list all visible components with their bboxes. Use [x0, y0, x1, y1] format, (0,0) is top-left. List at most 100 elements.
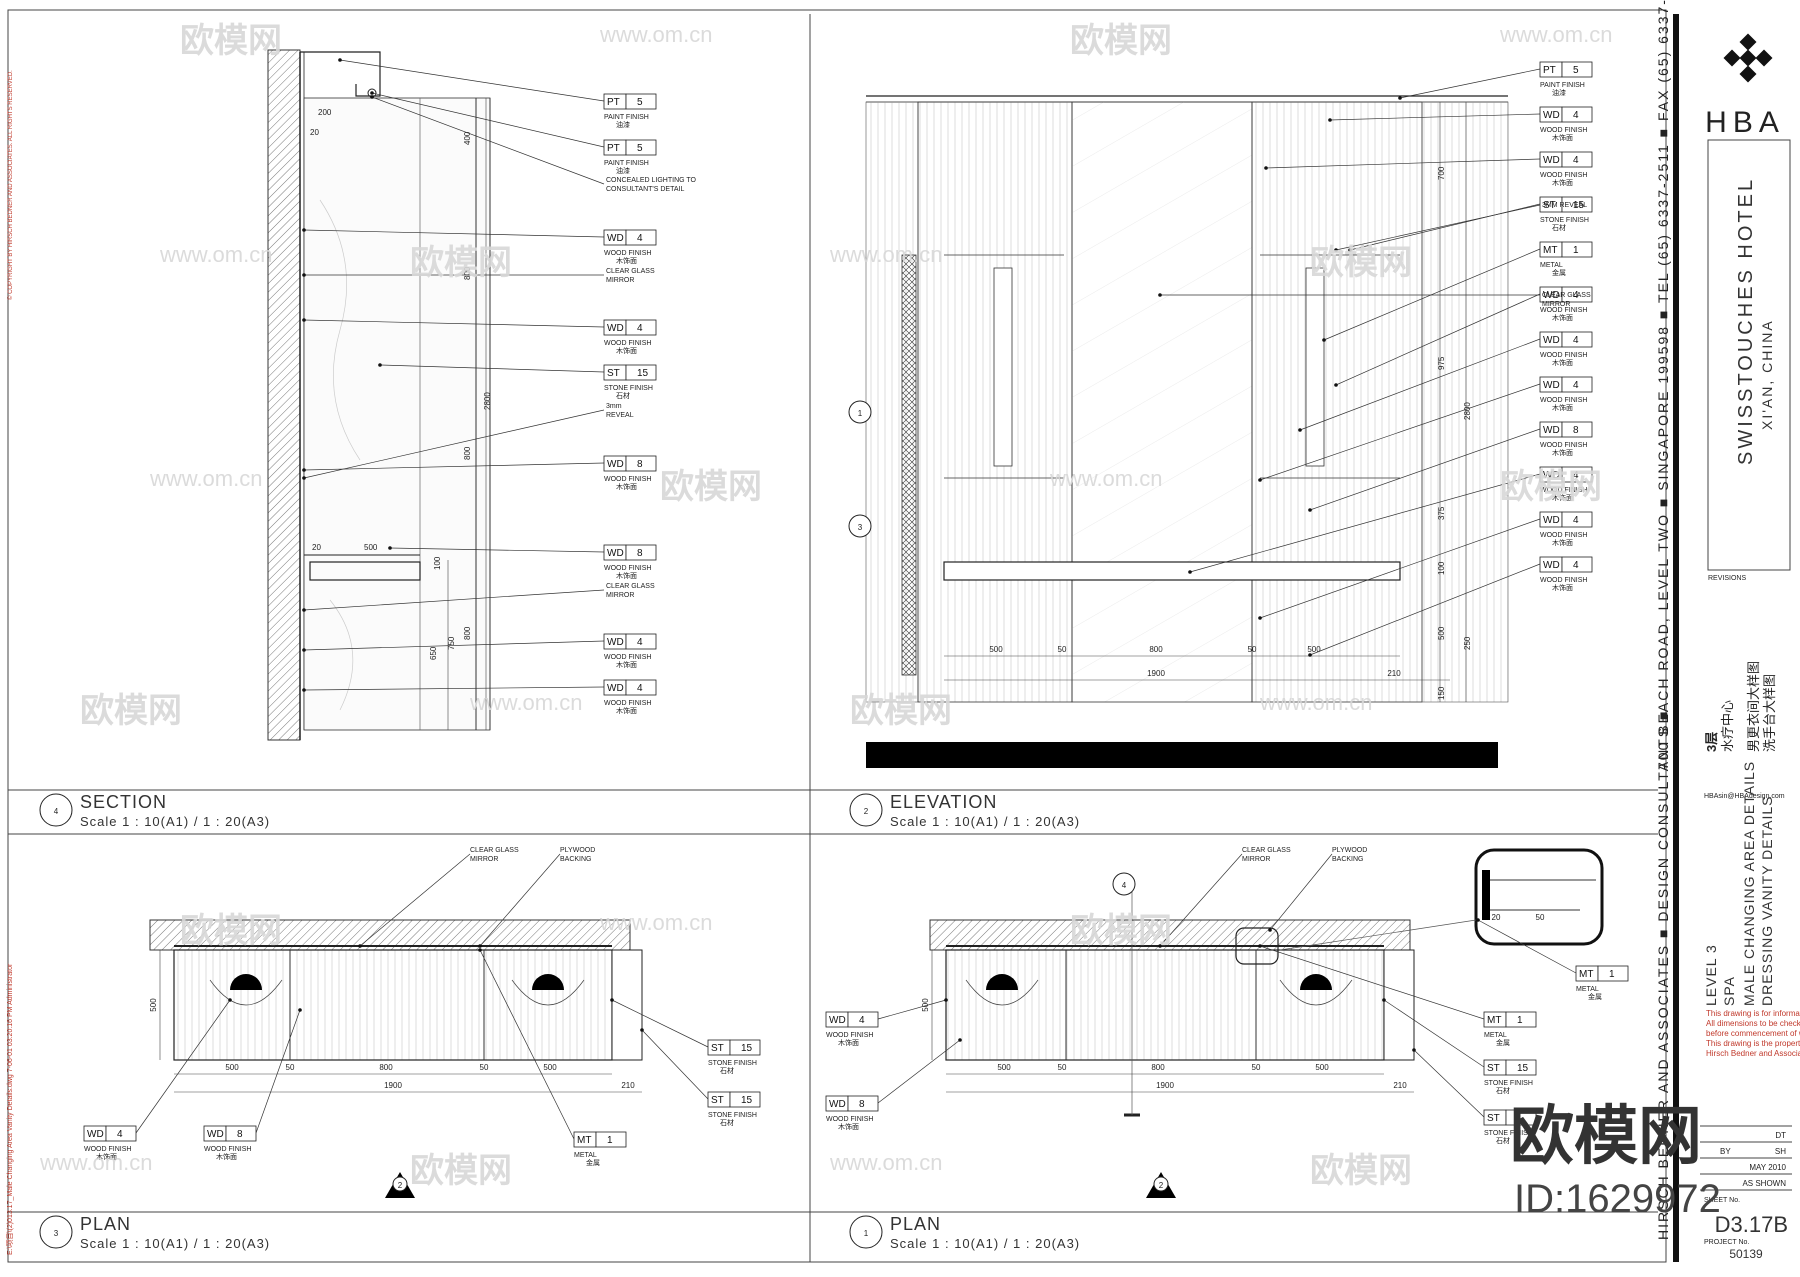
plan_right-note-1-line2: BACKING [1332, 856, 1364, 863]
plan_left-tag-3-cn: 木饰面 [216, 1152, 237, 1161]
section-title: SECTION [80, 792, 167, 812]
section-note-2: 3mm [606, 403, 622, 410]
section-tag-1-cn: 油漆 [616, 166, 630, 175]
plan_left-tag-4-num: 1 [607, 1135, 613, 1146]
section-tag-5-code: WD [607, 459, 624, 470]
elevation-tag-3-cn: 石材 [1552, 223, 1566, 232]
elevation-tag-10-num: 4 [1573, 515, 1579, 526]
section-dim-11: 800 [463, 626, 472, 640]
plan_left-tag-3-num: 8 [237, 1129, 243, 1140]
view-titles: 4 SECTION Scale 1 : 10(A1) / 1 : 20(A3) … [39, 792, 1079, 1251]
elevation-tag-11-code: WD [1543, 560, 1560, 571]
section-dim-7: 500 [364, 543, 378, 552]
elevation-tag-6-caption: WOOD FINISH [1540, 352, 1587, 359]
plan_right-tag-2-caption: WOOD FINISH [826, 1116, 873, 1123]
plan_left-note-1-line2: BACKING [560, 856, 592, 863]
plan_left-dim-6: 1900 [384, 1081, 402, 1090]
section-tag-3-num: 4 [637, 323, 643, 334]
elevation-note-1-line2: MIRROR [1542, 301, 1570, 308]
watermark-id: ID:1629972 [1514, 1177, 1721, 1221]
watermark-brand-11: 欧模网 [1310, 1152, 1412, 1190]
plan_left-tag-2-cn: 木饰面 [96, 1152, 117, 1161]
elevation-dim-0: 700 [1437, 166, 1446, 180]
plan_right-tag-2-num: 8 [859, 1099, 865, 1110]
watermark-brand-5: 欧模网 [1500, 468, 1602, 506]
elevation-tag-5-cn: 木饰面 [1552, 313, 1573, 322]
section-tag-4-cn: 石材 [616, 391, 630, 400]
elevation-title: ELEVATION [890, 792, 997, 812]
plan_right-tag-0-num: 1 [1609, 969, 1615, 980]
elevation-tag-1-caption: WOOD FINISH [1540, 127, 1587, 134]
watermark-url-7: www.om.cn [1259, 690, 1372, 715]
watermark-url-9: www.om.cn [829, 1150, 942, 1175]
plan_right-note-0-line2: MIRROR [1242, 856, 1270, 863]
plan_right-tag-4-caption: STONE FINISH [1484, 1080, 1533, 1087]
copyright-note: © COPYRIGHT BY HIRSCH BEDNER AND ASSOCIA… [7, 70, 14, 300]
plan_left-tag-0-caption: STONE FINISH [708, 1060, 757, 1067]
tb-by-label: BY [1720, 1147, 1731, 1156]
watermark-brand-9: 欧模网 [1070, 912, 1172, 950]
section-dim-3: 800 [463, 266, 472, 280]
plan_left-tag-3-caption: WOOD FINISH [204, 1146, 251, 1153]
elevation-tag-5-code: WD [1543, 290, 1560, 301]
plan_right-tag-4-code: ST [1487, 1063, 1500, 1074]
callout-3: 3 [858, 523, 863, 532]
plan_right-note-0: CLEAR GLASS [1242, 847, 1291, 854]
plan_right-tag-4-cn: 石材 [1496, 1086, 1510, 1095]
plan_left-tag-4-caption: METAL [574, 1152, 597, 1159]
plan_right-tag-3-cn: 金属 [1496, 1038, 1510, 1047]
plan_right-dim-7: 210 [1393, 1081, 1407, 1090]
plan_right-tag-4-num: 15 [1517, 1063, 1529, 1074]
elevation-tag-7-num: 4 [1573, 380, 1579, 391]
section-tag-5-caption: WOOD FINISH [604, 476, 651, 483]
plan_left-note-1: PLYWOOD [560, 847, 595, 854]
tb-cn-1: 3层 [1704, 732, 1719, 752]
elevation-tag-0-num: 5 [1573, 65, 1579, 76]
watermark-url-10: www.om.cn [39, 1150, 152, 1175]
section-tag-4-num: 15 [637, 368, 649, 379]
section-tag-7-num: 4 [637, 637, 643, 648]
plan_right-tag-0-code: MT [1579, 969, 1593, 980]
callout-1: 1 [858, 409, 863, 418]
elevation-tag-2-code: WD [1543, 155, 1560, 166]
elevation-tag-8-num: 8 [1573, 425, 1579, 436]
plan_right-tag-3-code: MT [1487, 1015, 1501, 1026]
section-note-1: CLEAR GLASS [606, 268, 655, 275]
elevation-dim-11: 50 [1248, 645, 1257, 654]
section-dim-2: 400 [463, 131, 472, 145]
plan_right-tag-3-num: 1 [1517, 1015, 1523, 1026]
elevation-tag-6-num: 4 [1573, 335, 1579, 346]
section-tag-2-cn: 木饰面 [616, 256, 637, 265]
plan_left-note-0-line2: MIRROR [470, 856, 498, 863]
plan_left-dim-1: 500 [225, 1063, 239, 1072]
elevation-dim-3: 375 [1437, 506, 1446, 520]
plan-right-marker-top: 4 [1122, 881, 1127, 890]
plan_right-tag-1-num: 4 [859, 1015, 865, 1026]
plan-left-scale: Scale 1 : 10(A1) / 1 : 20(A3) [80, 1236, 270, 1251]
watermark-url-0: www.om.cn [599, 22, 712, 47]
plan_right-dim-2: 50 [1058, 1063, 1067, 1072]
section-dim-10: 750 [447, 636, 456, 650]
elevation-tag-8-caption: WOOD FINISH [1540, 442, 1587, 449]
section-tag-1-caption: PAINT FINISH [604, 160, 649, 167]
section-tag-0-num: 5 [637, 97, 643, 108]
section-dim-8: 100 [433, 556, 442, 570]
tb-firm: HBA [1705, 106, 1785, 139]
tb-notes: This drawing is for information only All… [1706, 1009, 1800, 1058]
plan_left-tag-1-num: 15 [741, 1095, 753, 1106]
watermark-brand-2: 欧模网 [410, 244, 512, 282]
section-tag-0-code: PT [607, 97, 620, 108]
